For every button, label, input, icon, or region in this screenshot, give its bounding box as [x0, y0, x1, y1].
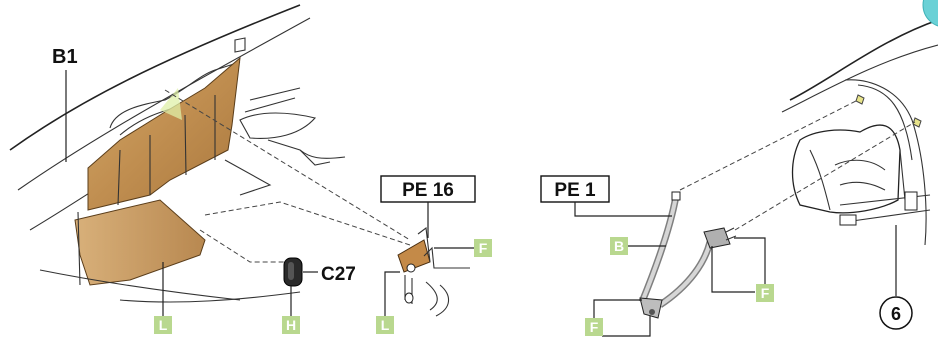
page-corner-marker	[922, 0, 938, 27]
harness-pe1	[638, 191, 737, 319]
part-c27	[283, 257, 303, 287]
color-tag-f-pe16	[474, 239, 492, 257]
color-tag-f-buckle	[756, 284, 774, 302]
color-tag-h	[282, 316, 300, 334]
part-pe16-lever	[397, 226, 470, 317]
svg-text:L: L	[381, 317, 390, 333]
pe1-leader-line	[574, 202, 672, 217]
part-label-b1: B1	[52, 46, 78, 68]
part-number-6-circle	[879, 296, 913, 330]
svg-text:F: F	[479, 240, 488, 256]
left-fuselage-assembly	[9, 4, 411, 303]
cockpit-floor-panel	[74, 199, 206, 286]
color-tag-f-strap	[585, 318, 603, 336]
rear-bulkhead-panel	[87, 56, 241, 211]
svg-text:F: F	[590, 319, 599, 335]
pe16-label-box	[380, 175, 476, 203]
svg-text:F: F	[761, 285, 770, 301]
f-strap-leader-line	[593, 299, 642, 318]
color-tag-b	[610, 237, 628, 255]
part-label-pe16: PE 16	[402, 180, 454, 201]
color-tag-l-left	[154, 316, 172, 334]
svg-text:L: L	[159, 317, 168, 333]
color-tag-l-right	[376, 316, 394, 334]
l-right-leader-line	[384, 271, 400, 316]
part-label-c27: C27	[321, 264, 356, 285]
right-seat-assembly	[679, 19, 938, 246]
svg-text:B: B	[614, 238, 624, 254]
svg-text:H: H	[286, 317, 296, 333]
f-buckle-leader-line	[711, 246, 755, 293]
part-label-6: 6	[891, 304, 901, 324]
part-label-pe1: PE 1	[554, 180, 596, 201]
